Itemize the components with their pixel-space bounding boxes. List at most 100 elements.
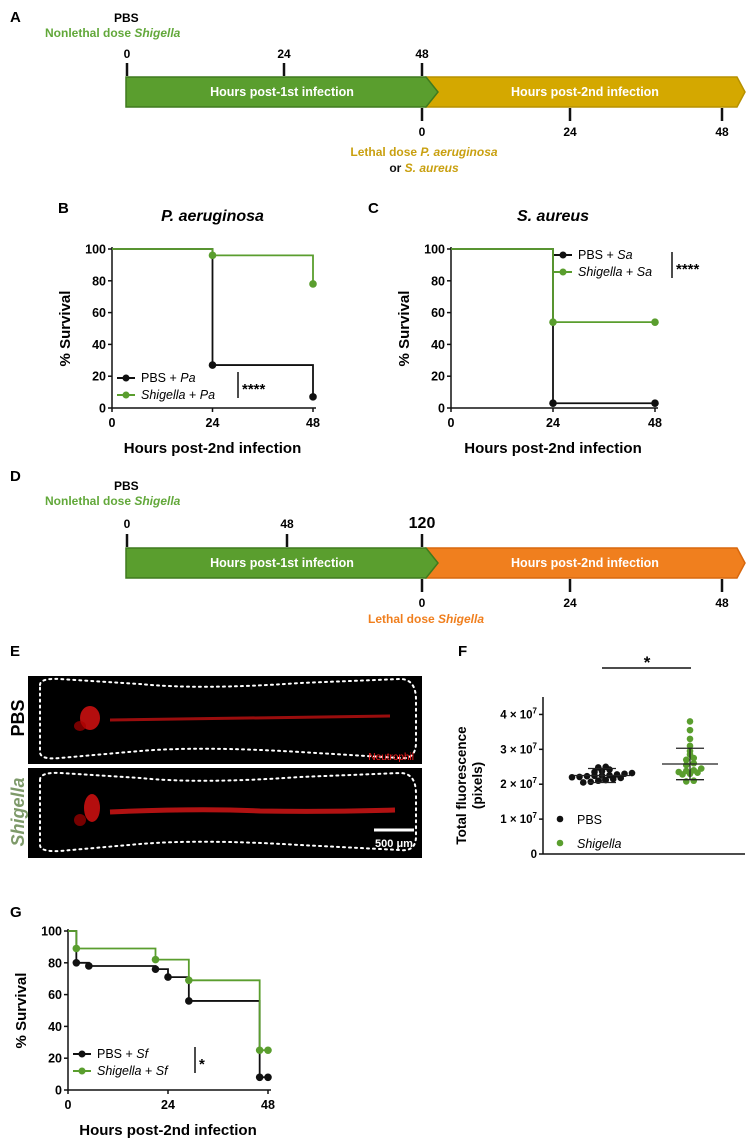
panel-label-b: B bbox=[58, 200, 69, 217]
y-tick-label: 60 bbox=[48, 988, 62, 1002]
tick-mantissa: 1 × 10 bbox=[500, 814, 532, 826]
data-point bbox=[694, 769, 701, 777]
tick-label: 120 bbox=[409, 515, 436, 532]
x-axis-label: Hours post-2nd infection bbox=[124, 440, 302, 457]
y-axis-label: % Survival bbox=[396, 291, 413, 367]
timeline-a-or: or S. aureus bbox=[389, 161, 459, 175]
data-point bbox=[651, 399, 659, 408]
y-tick-label: 0 bbox=[99, 402, 106, 416]
x-axis-label: Hours post-2nd infection bbox=[79, 1122, 257, 1139]
data-point bbox=[151, 955, 160, 964]
legend-text-part: Sa bbox=[617, 248, 632, 262]
legend-label: Shigella + Sa bbox=[578, 265, 652, 279]
data-point bbox=[208, 251, 217, 260]
timeline-a-lethal: Lethal dose P. aeruginosa bbox=[350, 145, 497, 159]
data-point bbox=[85, 962, 93, 970]
data-point bbox=[549, 318, 557, 326]
data-point bbox=[576, 773, 583, 781]
legend-text-part: Shigella bbox=[141, 388, 186, 402]
y-tick-label: 100 bbox=[85, 243, 106, 257]
legend-label: PBS bbox=[577, 813, 602, 827]
tick-mantissa: 3 × 10 bbox=[500, 744, 532, 756]
significance-star: * bbox=[644, 653, 651, 672]
legend-marker bbox=[78, 1067, 86, 1075]
micrograph-shigella: 500 μm bbox=[28, 768, 422, 858]
data-point bbox=[682, 761, 690, 769]
legend-text-part: PBS + bbox=[97, 1047, 136, 1061]
y-tick-label: 40 bbox=[92, 338, 106, 352]
x-tick-label: 0 bbox=[65, 1098, 72, 1112]
tick-label: 0 bbox=[419, 596, 426, 610]
panel-label-g: G bbox=[10, 904, 22, 921]
tick-mantissa: 0 bbox=[531, 849, 537, 861]
legend-text-part: Sf bbox=[136, 1047, 149, 1061]
panel-label-c: C bbox=[368, 200, 379, 217]
y-tick-label: 80 bbox=[48, 956, 62, 970]
legend-text-part: + bbox=[141, 1064, 155, 1078]
legend-marker bbox=[78, 1050, 86, 1058]
x-tick-label: 0 bbox=[448, 416, 455, 430]
data-point bbox=[628, 769, 636, 777]
data-point bbox=[309, 393, 317, 401]
tick-label: 48 bbox=[715, 596, 729, 610]
data-point bbox=[72, 944, 81, 953]
data-point bbox=[651, 318, 659, 326]
x-tick-label: 48 bbox=[306, 416, 320, 430]
legend-text-part: Sf bbox=[156, 1064, 169, 1078]
y-tick-label: 1 × 107 bbox=[500, 811, 537, 826]
bar-label: Hours post-2nd infection bbox=[511, 85, 659, 99]
timeline-a-pbs: PBS bbox=[114, 11, 139, 25]
data-point bbox=[587, 778, 595, 786]
tick-exponent: 7 bbox=[533, 741, 538, 750]
legend-text-part: PBS + bbox=[141, 371, 180, 385]
panel-label-e: E bbox=[10, 643, 20, 660]
chart-title: P. aeruginosa bbox=[161, 208, 264, 225]
x-tick-label: 24 bbox=[546, 416, 560, 430]
survival-line-1 bbox=[451, 248, 655, 324]
panel-d-timeline: D PBS Nonlethal dose Shigella 0 48 120 H… bbox=[10, 468, 746, 626]
legend-text-part: Pa bbox=[180, 371, 195, 385]
panel-label-d: D bbox=[10, 468, 21, 485]
tick-mantissa: 4 × 10 bbox=[500, 709, 532, 721]
y-tick-label: 80 bbox=[431, 274, 445, 288]
legend-text-part: + bbox=[185, 388, 199, 402]
data-point bbox=[579, 779, 587, 786]
y-axis-label: (pixels) bbox=[470, 762, 485, 809]
legend-label: Shigella + Sf bbox=[97, 1064, 169, 1078]
chart-title: S. aureus bbox=[517, 208, 589, 225]
survival-line-1 bbox=[68, 930, 268, 1052]
y-tick-label: 20 bbox=[431, 370, 445, 384]
data-point bbox=[690, 759, 698, 767]
y-axis-label: % Survival bbox=[57, 291, 74, 367]
legend-marker bbox=[122, 391, 130, 399]
legend-text-part: PBS + bbox=[578, 248, 617, 262]
legend-text-part: Sa bbox=[637, 265, 652, 279]
y-tick-label: 0 bbox=[531, 849, 537, 861]
data-point bbox=[568, 773, 576, 781]
x-tick-label: 48 bbox=[261, 1098, 275, 1112]
data-point bbox=[609, 775, 617, 783]
tick-label: 24 bbox=[563, 125, 577, 139]
y-tick-label: 100 bbox=[41, 925, 62, 939]
y-tick-label: 2 × 107 bbox=[500, 776, 537, 791]
data-point bbox=[617, 774, 625, 782]
bar-label: Hours post-1st infection bbox=[210, 556, 354, 570]
tick-label: 24 bbox=[277, 47, 291, 61]
legend-marker bbox=[122, 374, 130, 382]
neutrophil-channel-label: Neutrophil bbox=[368, 752, 414, 763]
y-tick-label: 40 bbox=[48, 1020, 62, 1034]
tick-label: 0 bbox=[419, 125, 426, 139]
legend-marker bbox=[556, 839, 564, 847]
data-point bbox=[686, 726, 694, 734]
data-point bbox=[686, 735, 694, 743]
first-infection-arrow bbox=[125, 547, 439, 579]
data-point bbox=[686, 718, 694, 725]
y-tick-label: 0 bbox=[438, 402, 445, 416]
legend-label: Shigella bbox=[577, 837, 622, 851]
data-point bbox=[602, 776, 610, 784]
